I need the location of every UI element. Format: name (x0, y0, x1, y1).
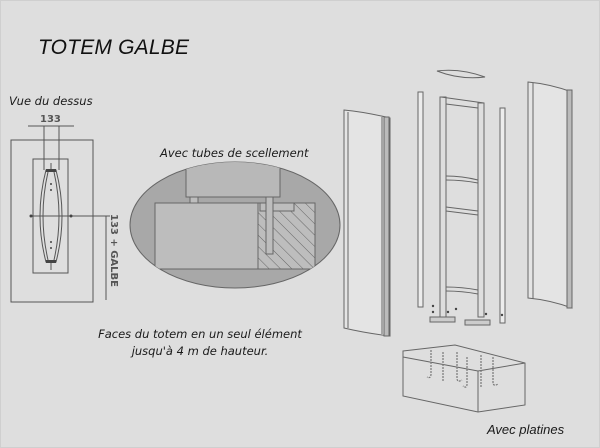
caption-line-1: Faces du totem en un seul élément (98, 327, 302, 341)
detail-label: Avec tubes de scellement (160, 146, 309, 160)
exploded-view-label: Avec platines (487, 422, 565, 437)
caption-line-2: jusqu'à 4 m de hauteur. (131, 344, 269, 358)
dimension-depth-label: 133 + GALBE (108, 214, 119, 287)
dimension-width-label: 133 (40, 114, 61, 125)
top-view-label: Vue du dessus (9, 94, 93, 108)
page-title: TOTEM GALBE (38, 36, 190, 59)
caption: Faces du totem en un seul élément jusqu'… (60, 326, 340, 360)
